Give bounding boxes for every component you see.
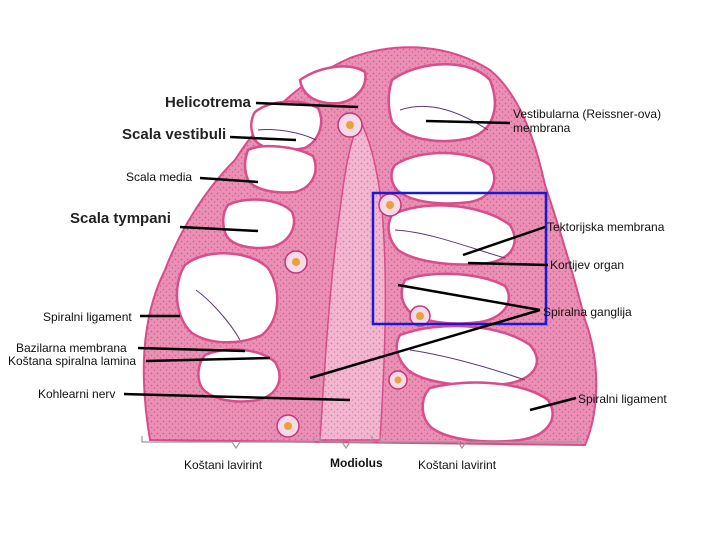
chamber-left-media — [243, 144, 317, 194]
label-spiralni-ligament-right: Spiralni ligament — [578, 392, 667, 406]
leader-tektorijska — [462, 225, 546, 257]
chamber-apex-left — [298, 65, 367, 105]
label-spiralna-ganglija: Spiralna ganglija — [543, 305, 632, 319]
label-bazilarna-membrana: Bazilarna membrana — [16, 341, 127, 355]
leader-lines — [123, 101, 577, 412]
bottom-braces — [141, 436, 579, 450]
leader-scala-vestibuli — [229, 135, 297, 142]
label-tektorijska-membrana: Tektorijska membrana — [547, 220, 665, 234]
label-scala-tympani: Scala tympani — [70, 210, 171, 227]
label-kostani-lavirint-left: Koštani lavirint — [184, 458, 263, 472]
label-modiolus: Modiolus — [330, 456, 383, 470]
label-spiralni-ligament-left: Spiralni ligament — [43, 310, 132, 324]
chamber-left-basal — [197, 348, 281, 403]
label-kortijev-organ: Kortijev organ — [550, 258, 625, 272]
leader-kortijev — [467, 261, 549, 267]
label-scala-vestibuli: Scala vestibuli — [122, 126, 227, 143]
chamber-right-basal — [421, 381, 554, 443]
label-helicotrema: Helicotrema — [165, 94, 251, 111]
chamber-left-lower — [175, 252, 279, 344]
chamber-right-mid-top — [390, 151, 496, 205]
leader-spiralni-ligament-right — [529, 396, 577, 412]
leader-helicotrema — [255, 101, 359, 109]
label-reissner-line1: Vestibularna (Reissner-ova) — [513, 107, 662, 121]
leader-scala-media — [199, 176, 259, 184]
chamber-left-vestibuli — [250, 100, 323, 152]
ganglion-clusters — [276, 112, 431, 438]
brace-kostani-lavirint-right — [379, 436, 579, 450]
label-scala-media: Scala media — [126, 170, 193, 184]
leader-scala-tympani — [179, 225, 259, 233]
label-kohlearni-nerv: Kohlearni nerv — [38, 387, 116, 401]
leader-bazilarna — [137, 346, 246, 353]
chamber-apex-right — [387, 63, 497, 143]
membrane-lines — [195, 106, 526, 381]
label-kostani-lavirint-right: Koštani lavirint — [418, 458, 497, 472]
leader-spiralna-ganglija-1 — [397, 283, 541, 312]
label-reissner-line2: membrana — [513, 121, 571, 135]
chamber-left-tympani — [222, 198, 296, 250]
leader-spiralna-ganglija-2 — [309, 308, 541, 380]
brace-kostani-lavirint-left — [141, 436, 315, 450]
leader-kohlearni-nerv — [123, 392, 351, 402]
leader-kostana-lamina — [145, 356, 271, 363]
brace-modiolus — [319, 436, 373, 450]
highlight-box — [371, 191, 548, 326]
label-kostana-spiralna-lamina: Koštana spiralna lamina — [8, 354, 137, 368]
leader-reissner — [425, 119, 511, 125]
